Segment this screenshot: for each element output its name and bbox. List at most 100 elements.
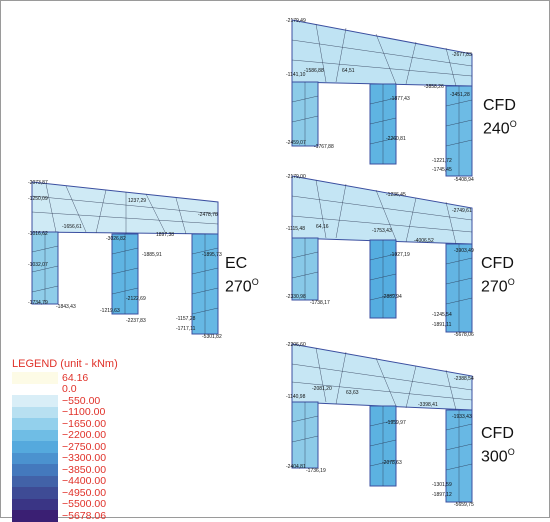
degree-symbol: O: [509, 119, 517, 129]
frame-ec-270: -2073,87 -1250,09 -1016,62 -1656,61 1237…: [28, 180, 222, 340]
moment-label: -2330,98: [286, 294, 306, 300]
moment-labels: -2179,00 -1236,45 -2749,61 -1115,48 64,1…: [286, 174, 474, 338]
legend-title: LEGEND (unit - kNm): [12, 358, 118, 370]
moment-label: -1141,10: [286, 72, 306, 78]
legend-row: −5678.06: [12, 510, 118, 522]
moment-label: -1927,19: [390, 252, 410, 258]
moment-label: -1745,45: [432, 167, 452, 173]
case-angle-value: 300: [481, 448, 508, 466]
legend-swatch: [12, 372, 58, 384]
case-angle-value: 240: [483, 120, 510, 138]
moment-label: -4006,52: [414, 238, 434, 244]
moment-label: -5408,94: [454, 177, 474, 183]
legend-swatch: [12, 406, 58, 418]
moment-label: -1301,59: [432, 482, 452, 488]
legend-row: −4950.00: [12, 487, 118, 499]
moment-label: -1736,19: [306, 468, 326, 474]
case-angle: 270O: [225, 273, 259, 296]
moment-label: 63,63: [346, 390, 359, 396]
moment-label: -1016,62: [28, 231, 48, 237]
legend-value: −4950.00: [62, 486, 107, 499]
case-angle: 240O: [483, 115, 517, 138]
moment-label: -2677,83: [452, 52, 472, 58]
moment-label: -5659,75: [454, 502, 474, 508]
moment-label: -1891,11: [432, 322, 452, 328]
moment-label: 1237,29: [128, 198, 146, 204]
moment-label: -1734,79: [28, 300, 48, 306]
moment-label: -1895,73: [202, 252, 222, 258]
legend-row: −5500.00: [12, 498, 118, 511]
moment-label: -3451,28: [450, 92, 470, 98]
moment-label: -1140,98: [286, 394, 306, 400]
frame-cfd-270: -2179,00 -1236,45 -2749,61 -1115,48 64,1…: [286, 174, 474, 338]
case-angle-value: 270: [481, 278, 508, 296]
case-angle: 270O: [481, 273, 515, 296]
legend-value: −5678.06: [62, 509, 107, 522]
legend-value: 0.0: [62, 383, 77, 396]
moment-label: -2388,54: [454, 376, 474, 382]
degree-symbol: O: [507, 447, 515, 457]
moment-label: -1885,91: [142, 252, 162, 258]
moment-labels: -2073,87 -1250,09 -1016,62 -1656,61 1237…: [28, 180, 222, 340]
legend-swatch: [12, 475, 58, 487]
frame-cfd-300: -2206,60 -2388,54 -1140,98 -2081,20 63,6…: [286, 342, 474, 508]
mesh-lines: [291, 23, 473, 176]
legend-row: 64.16: [12, 372, 118, 384]
moment-label: -2122,69: [126, 296, 146, 302]
beam-shape: [31, 181, 219, 235]
case-angle: 300O: [481, 443, 515, 466]
degree-symbol: O: [507, 277, 515, 287]
legend-value: −550.00: [62, 394, 101, 407]
moment-label: -1221,72: [432, 158, 452, 164]
legend-swatch: [12, 395, 58, 407]
mesh-lines: [291, 179, 473, 332]
moment-label: -3026,82: [106, 236, 126, 242]
moment-label: -1843,43: [56, 304, 76, 310]
legend-value: 64.16: [62, 371, 89, 384]
moment-label: 64,51: [342, 68, 355, 74]
moment-label: -1933,43: [452, 414, 472, 420]
moment-label: -2179,49: [286, 18, 306, 24]
moment-label: -2260,81: [386, 136, 406, 142]
moment-label: -2404,81: [286, 464, 306, 470]
moment-label: 64,16: [316, 224, 329, 230]
legend-row: −550.00: [12, 395, 118, 407]
moment-label: -5678,06: [454, 332, 474, 338]
moment-label: -1877,43: [390, 96, 410, 102]
moment-label: -1157,28: [176, 316, 196, 322]
moment-label: -5301,82: [202, 334, 222, 340]
moment-label: -1586,88: [304, 68, 324, 74]
moment-label: -2237,83: [126, 318, 146, 324]
legend-swatch: [12, 383, 58, 395]
moment-label: -2078,63: [382, 460, 402, 466]
moment-label: -1656,61: [62, 224, 82, 230]
moment-label: -1767,88: [314, 144, 334, 150]
moment-label: -1738,17: [310, 300, 330, 306]
legend-swatch: [12, 429, 58, 441]
legend-value: −2750.00: [62, 440, 107, 453]
moment-labels: -2206,60 -2388,54 -1140,98 -2081,20 63,6…: [286, 342, 474, 508]
legend-swatch: [12, 498, 58, 510]
legend-swatch: [12, 418, 58, 430]
legend-row: −1650.00: [12, 418, 118, 430]
case-method: CFD: [483, 97, 516, 114]
moment-labels: -2179,49 -2677,83 -1141,10 -1586,88 64,5…: [286, 18, 474, 183]
case-method: EC: [225, 255, 248, 272]
legend-value: −2200.00: [62, 429, 107, 442]
moment-label: -2179,00: [286, 174, 306, 180]
legend-value: −4400.00: [62, 475, 107, 488]
moment-label: -1032,07: [28, 262, 48, 268]
legend-value: −3300.00: [62, 452, 107, 465]
moment-label: -1236,45: [386, 192, 406, 198]
moment-label: -2749,61: [452, 208, 472, 214]
moment-label: -1959,97: [386, 420, 406, 426]
moment-label: -1250,09: [28, 196, 48, 202]
mesh-lines: [291, 347, 473, 502]
case-label-cfd-270: CFD 270O: [481, 254, 515, 296]
moment-label: -2889,94: [382, 294, 402, 300]
legend-swatch: [12, 441, 58, 453]
legend-value: −5500.00: [62, 498, 107, 511]
moment-label: -2073,87: [28, 180, 48, 186]
moment-label: -2478,78: [198, 212, 218, 218]
